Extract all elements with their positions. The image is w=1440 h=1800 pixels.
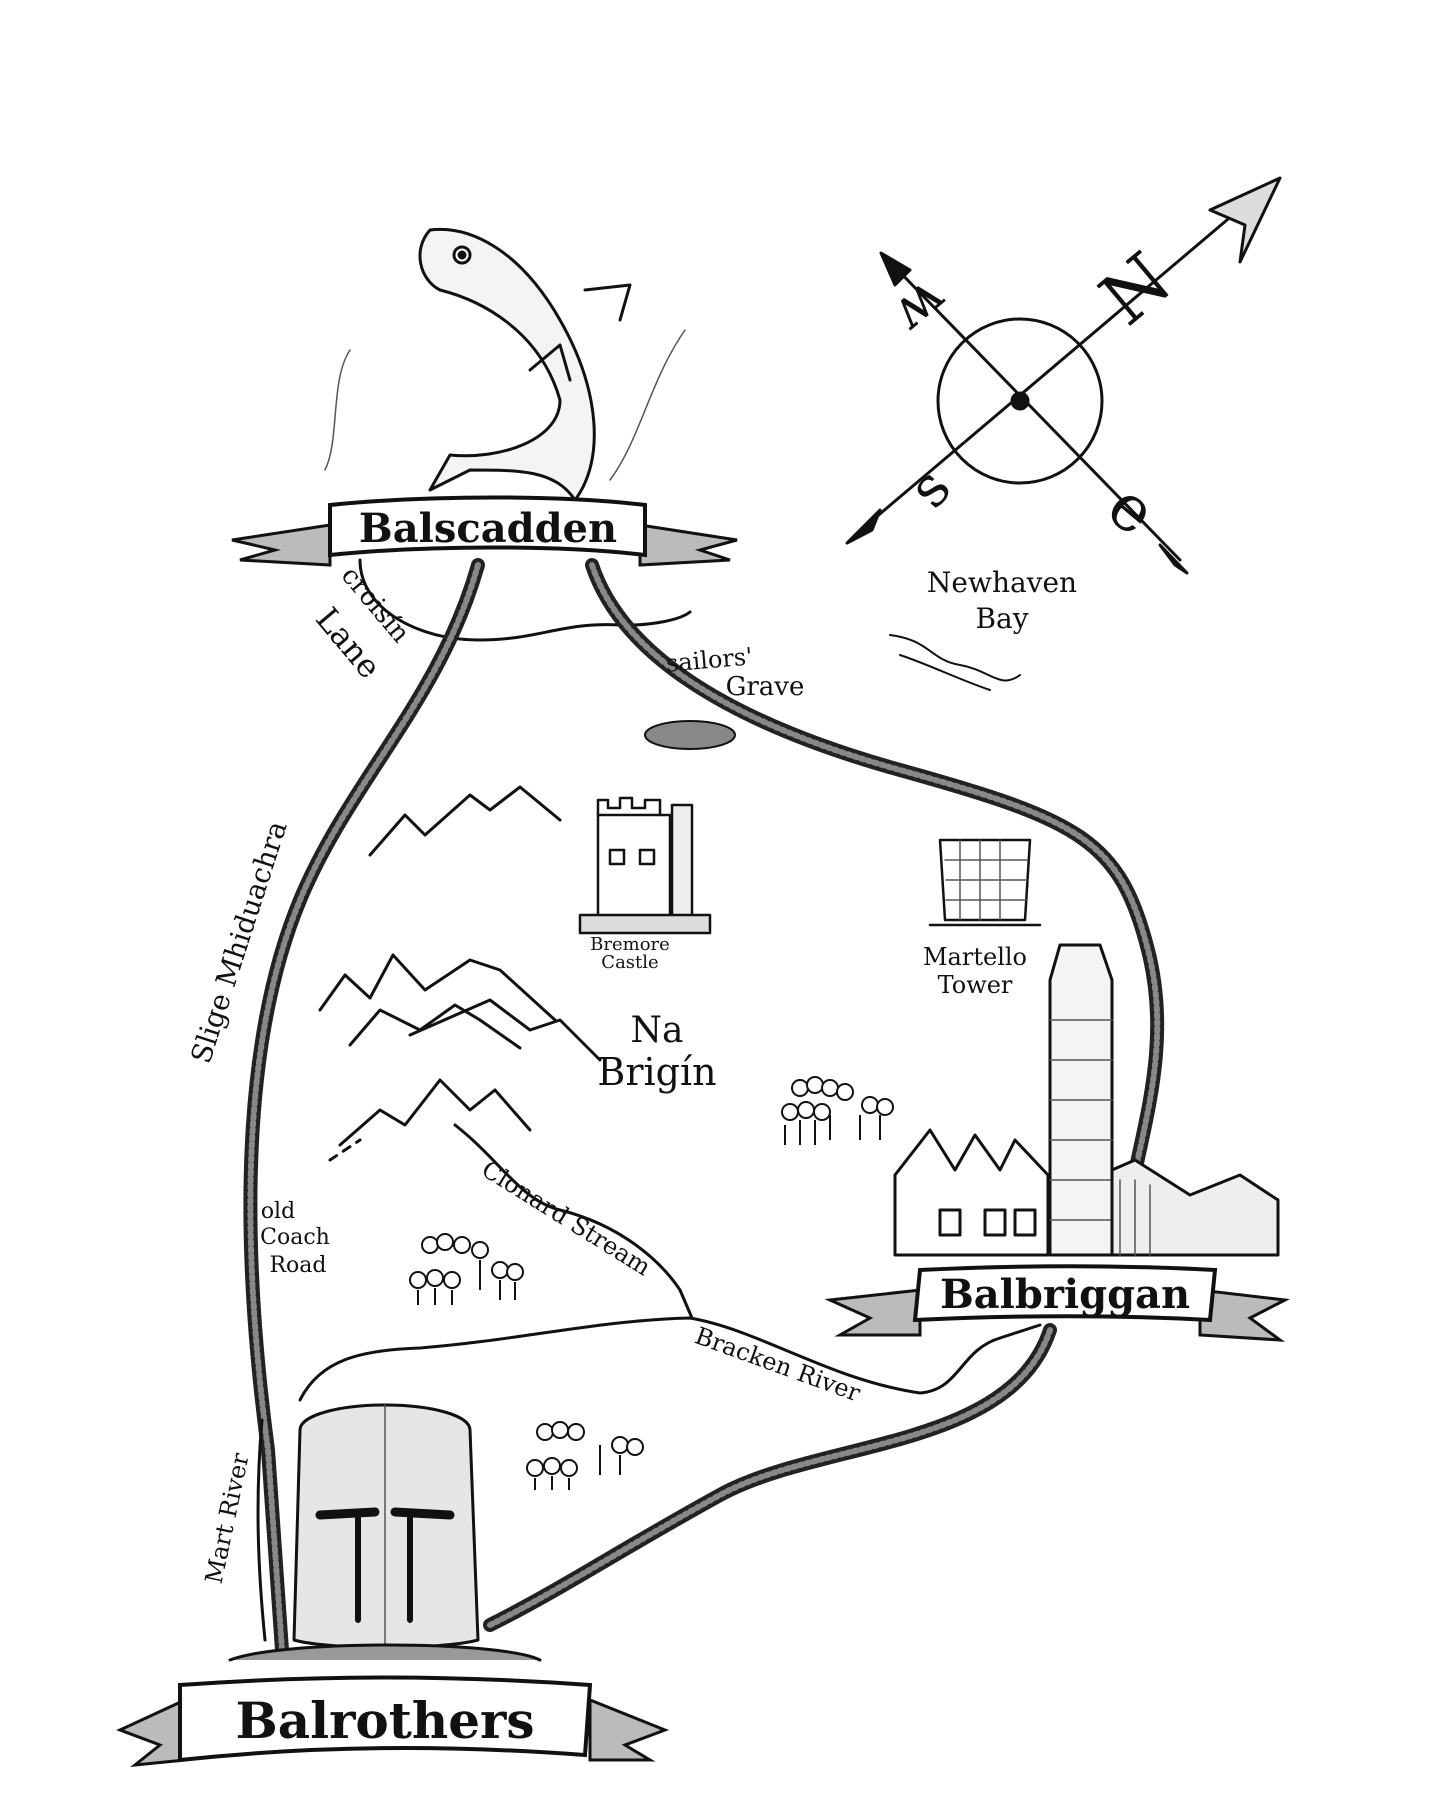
balbriggan-illustration [893,943,1280,1257]
compass-n: N [1084,236,1186,341]
salmon-illustration [324,227,686,502]
newhaven-bay-water [889,634,1021,691]
compass-s: s [896,456,964,520]
mart-river [256,1418,267,1642]
label-bremore-2: Castle [601,952,658,973]
tree-cluster-east [781,1076,894,1145]
label-sailors-2: Grave [726,672,805,702]
tree-cluster-coach [409,1233,524,1305]
mountains [318,785,602,1162]
bremore-castle-illustration [578,796,712,935]
tree-cluster-sailors [644,720,736,750]
town-label-balrothers: Balrothers [235,1691,534,1750]
label-mart: Mart River [200,1450,255,1586]
town-label-balscadden: Balscadden [359,505,617,552]
bracken-river [298,1316,1042,1402]
label-martello-1: Martello [923,943,1027,971]
compass-ring [936,317,1104,485]
label-nabrigin-2: Brigín [597,1050,716,1094]
helmet-illustration [228,1403,542,1662]
label-newhaven-1: Newhaven [927,566,1077,599]
martello-tower-illustration [928,838,1042,927]
tree-cluster-south [526,1421,644,1490]
clonard-stream [453,1123,694,1320]
label-bremore-1: Bremore [590,934,670,955]
label-coach-1: old [261,1199,295,1224]
label-martello-2: Tower [938,971,1013,999]
banner-balscadden: Balscadden [231,495,738,567]
croisin-lane-path [358,558,692,642]
label-nabrigin-1: Na [631,1010,684,1051]
banner-balrothers: Balrothers [116,1675,670,1767]
town-label-balbriggan: Balbriggan [940,1271,1190,1318]
label-newhaven-2: Bay [975,602,1028,635]
compass-rose [845,176,1282,575]
banner-balbriggan: Balbriggan [824,1264,1291,1342]
tree-clusters [409,720,894,1490]
label-slige: Slige Mhiduachra [184,817,293,1067]
label-coach-2: Coach [260,1225,330,1250]
roads [243,558,1165,1657]
label-coach-3: Road [269,1253,326,1278]
north-arrow-icon [1208,176,1282,264]
